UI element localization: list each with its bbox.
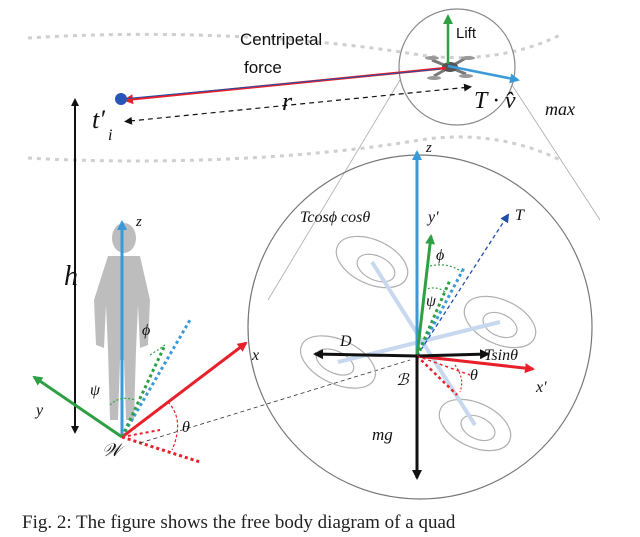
tsin-label: Tsinθ xyxy=(484,347,518,364)
tsin-arrow xyxy=(416,349,490,360)
centripetal-label-2: force xyxy=(244,58,282,77)
y-left-label: y xyxy=(34,402,44,419)
T-dotted-blue xyxy=(415,265,467,357)
h-label: h xyxy=(64,261,78,292)
phi-right-label: ϕ xyxy=(436,247,444,264)
D-label: D xyxy=(339,333,352,350)
theta-left-label: θ xyxy=(182,419,190,436)
y-axis-left xyxy=(32,375,123,439)
y-prime-label: y′ xyxy=(426,209,439,226)
B-label: ℬ xyxy=(396,372,410,389)
lift-label: Lift xyxy=(456,25,477,42)
y-dotted-right xyxy=(415,279,452,357)
z-right-label: z xyxy=(425,140,432,156)
world-to-body-link xyxy=(139,359,411,444)
flight-path-lower xyxy=(27,135,561,163)
vmax-subscript: max xyxy=(545,99,575,119)
psi-left-label: ψ xyxy=(90,382,101,399)
psi-right-label: ψ xyxy=(426,293,437,310)
x-prime-axis xyxy=(416,354,535,374)
psi-arc-right xyxy=(423,287,446,293)
w-label: 𝒲 xyxy=(102,440,125,460)
theta-arc-left xyxy=(167,401,179,451)
drag-arrow xyxy=(313,349,418,360)
figure-caption: Fig. 2: The figure shows the free body d… xyxy=(22,512,456,533)
x-left-label: x xyxy=(251,347,259,364)
radius-arrow xyxy=(124,83,472,125)
propellers xyxy=(299,235,537,452)
small-drone-icon xyxy=(425,56,475,80)
psi-arc-left xyxy=(109,397,136,406)
phi-arc-right xyxy=(429,264,463,273)
phi-arc-left xyxy=(149,344,166,356)
drone-zoom-circle xyxy=(398,8,516,126)
t-vmax-label: T · v̂ xyxy=(474,88,516,114)
tcos-label: Tcosϕ cosθ xyxy=(300,209,370,226)
flight-path-upper xyxy=(27,32,561,60)
theta-arc-right xyxy=(454,364,463,393)
red-dotted-small xyxy=(121,429,161,438)
x-prime-label: x′ xyxy=(535,379,547,396)
z-dotted-left xyxy=(120,319,192,438)
r-label: r xyxy=(282,87,293,116)
T-right-label: T xyxy=(515,207,525,224)
vmax-arrow xyxy=(447,64,520,84)
t-i-subscript: i xyxy=(108,127,112,144)
y-dotted-left xyxy=(120,344,167,438)
phi-left-label: ϕ xyxy=(142,322,150,339)
t-i-label: t′ xyxy=(92,105,105,134)
theta-right-label: θ xyxy=(470,367,478,384)
zoom-guide-right xyxy=(511,84,601,221)
y-prime-axis xyxy=(415,234,436,357)
mg-label: mg xyxy=(372,425,393,444)
centripetal-label-1: Centripetal xyxy=(240,30,322,49)
target-point xyxy=(115,93,127,105)
x-dotted-left xyxy=(121,435,201,464)
x-axis-left xyxy=(121,341,248,439)
z-left-label: z xyxy=(135,214,142,230)
